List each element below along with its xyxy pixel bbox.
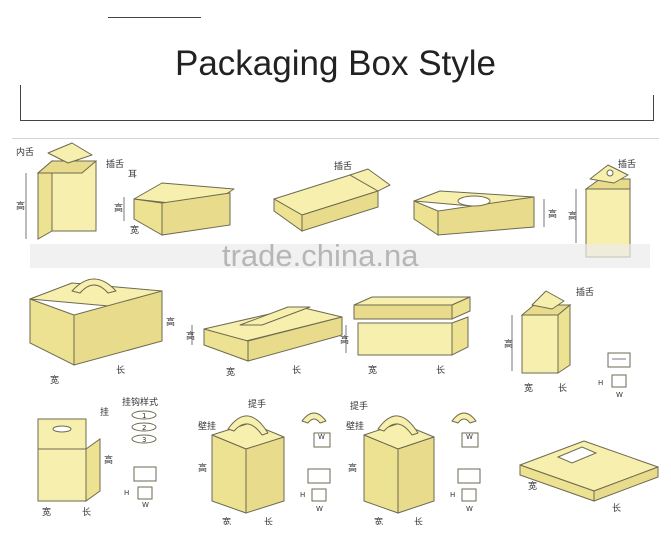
label-height-9: 高 (504, 338, 513, 350)
label-length-10: 长 (82, 506, 91, 518)
label-insert-flap-5: 插舌 (618, 158, 636, 170)
box-cake-handle: 宽 长 高 (29, 278, 175, 386)
box-lid-tray: 高 宽 长 (186, 306, 343, 378)
label-H-9: H (598, 379, 603, 387)
label-length-8: 长 (436, 364, 445, 376)
label-ear: 耳 (128, 169, 137, 180)
label-handle-2: 提手 (350, 400, 368, 412)
label-W-10: W (142, 501, 149, 509)
watermark-band (30, 244, 650, 268)
label-W-11: W (316, 505, 323, 513)
page-title: Packaging Box Style (174, 44, 496, 83)
bottom-rule (20, 120, 654, 121)
label-H-12: H (450, 491, 455, 499)
label-height-5: 高 (568, 210, 577, 222)
label-height: 高 (16, 200, 25, 212)
label-height-10: 高 (104, 454, 113, 466)
label-length-12: 长 (414, 516, 423, 525)
box-lid-base: 高 宽 长 (340, 296, 471, 376)
label-width-13: 宽 (528, 480, 537, 492)
label-width-9: 宽 (524, 382, 533, 394)
left-tick (20, 85, 21, 121)
box-ear-mailer: 高 耳 宽 (114, 169, 235, 236)
label-height-2: 高 (114, 202, 123, 214)
label-wall-hang-2: 壁挂 (346, 420, 364, 432)
label-W-12a: W (466, 433, 473, 441)
label-insert-flap-9: 插舌 (576, 286, 594, 298)
label-n1: 1 (142, 412, 146, 420)
box-tuck-tall: 高 内舌 插舌 (16, 142, 124, 240)
box-flat-handle: 宽 长 (519, 440, 659, 514)
label-width-12: 宽 (374, 516, 383, 525)
label-handle: 提手 (248, 398, 266, 410)
watermark-text: trade.china.na (222, 238, 419, 273)
label-H-11: H (300, 491, 305, 499)
label-height-12: 高 (348, 462, 357, 474)
label-W-12: W (466, 505, 473, 513)
label-length-9: 长 (558, 382, 567, 394)
label-H-10: H (124, 489, 129, 497)
right-tick (653, 95, 654, 121)
label-W-11a: W (318, 433, 325, 441)
label-width-6: 宽 (50, 374, 59, 386)
label-length-6: 长 (116, 364, 125, 376)
label-inner-flap: 内舌 (16, 146, 34, 158)
label-hang-style: 挂钩样式 (122, 396, 158, 408)
label-insert-flap: 插舌 (106, 158, 124, 170)
label-length-7: 长 (292, 364, 301, 376)
label-W-9: W (616, 391, 623, 399)
label-n2: 2 (142, 424, 146, 432)
label-height-7: 高 (186, 330, 195, 342)
label-length-13: 长 (612, 502, 621, 514)
top-rule (108, 17, 201, 18)
label-wall-hang: 壁挂 (198, 420, 216, 432)
box-tissue: 高 (413, 190, 557, 236)
box-sleeve-tuck: 插舌 (273, 160, 391, 232)
label-width-8: 宽 (368, 364, 377, 376)
box-hang-tall: 高 插舌 (568, 158, 636, 258)
label-height-4: 高 (548, 208, 557, 220)
label-width-10: 宽 (42, 506, 51, 518)
label-width-7: 宽 (226, 366, 235, 378)
label-width-2: 宽 (130, 224, 139, 236)
label-length-11: 长 (264, 516, 273, 525)
box-handle-2: 壁挂 提手 高 宽 长 W H W (346, 400, 481, 525)
box-handle-1: 壁挂 提手 高 宽 长 W H W (198, 398, 331, 525)
box-hang-tab: 挂 高 宽 长 挂钩样式 1 2 3 H W (37, 396, 158, 518)
box-tuck-hanger: 高 插舌 宽 长 H W (504, 286, 631, 399)
label-insert-flap-3: 插舌 (334, 160, 352, 172)
label-width-11: 宽 (222, 516, 231, 525)
label-height-11: 高 (198, 462, 207, 474)
label-height-8: 高 (340, 334, 349, 346)
label-hanging-hole: 挂 (100, 406, 109, 418)
label-height-6: 高 (166, 316, 175, 328)
box-style-sheet: 高 内舌 插舌 高 耳 宽 插舌 高 高 插舌 (12, 138, 659, 525)
label-n3: 3 (142, 436, 146, 444)
box-diagram-svg: 高 内舌 插舌 高 耳 宽 插舌 高 高 插舌 (16, 142, 659, 525)
